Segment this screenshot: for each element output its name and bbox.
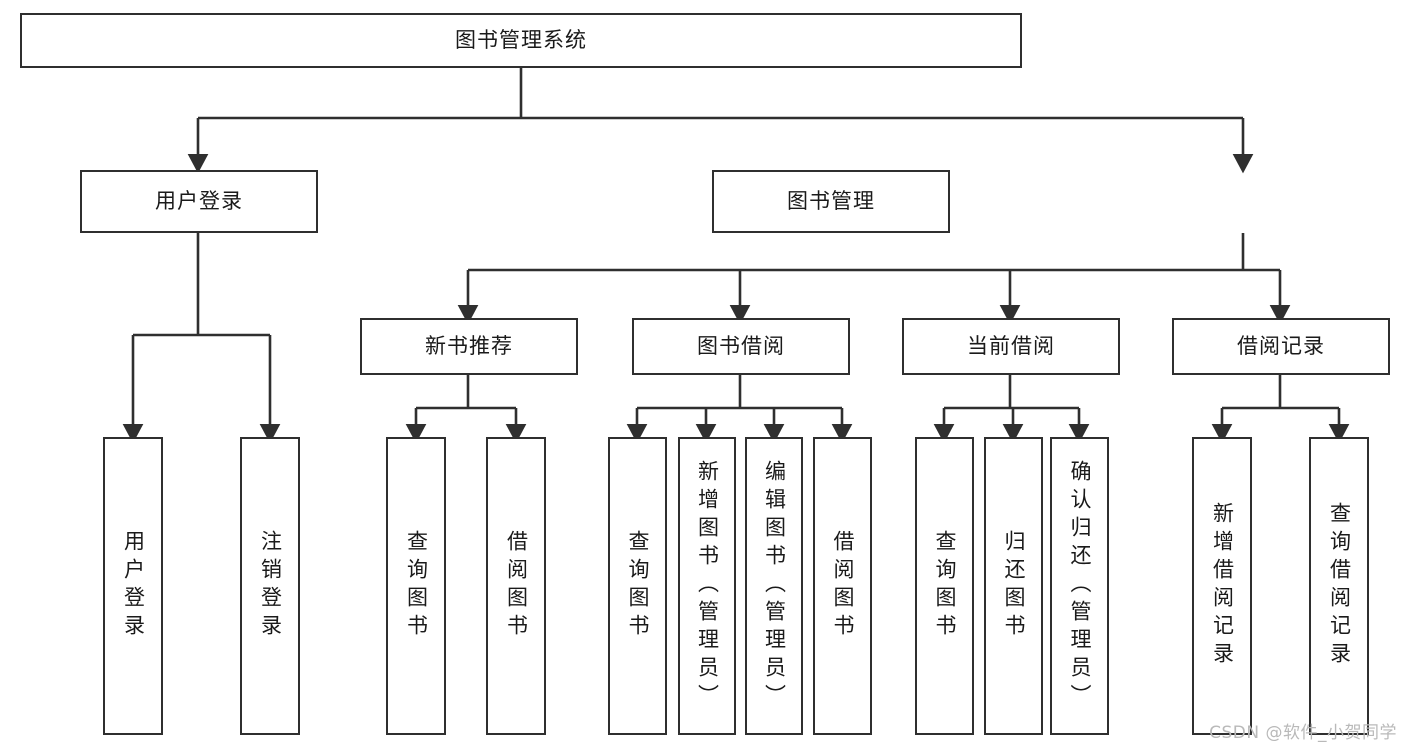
leaf-borrow-lend-book-label: 借阅图书 [831, 530, 855, 642]
leaf-newbook-query-book-label: 查询图书 [404, 530, 429, 642]
leaf-current-return-book-label: 归还图书 [1002, 530, 1026, 642]
leaf-borrow-add-book[interactable]: 新增图书（管理员） [678, 437, 736, 735]
node-book-management-label: 图书管理 [787, 188, 875, 213]
node-new-book-recommend-label: 新书推荐 [425, 333, 513, 358]
node-root-label: 图书管理系统 [455, 27, 587, 52]
leaf-record-query[interactable]: 查询借阅记录 [1309, 437, 1369, 735]
leaf-borrow-query-book-label: 查询图书 [626, 530, 650, 642]
node-root[interactable]: 图书管理系统 [20, 13, 1022, 68]
node-user-login-label: 用户登录 [155, 188, 243, 213]
leaf-current-query-book[interactable]: 查询图书 [915, 437, 974, 735]
leaf-record-add[interactable]: 新增借阅记录 [1192, 437, 1252, 735]
node-book-borrow[interactable]: 图书借阅 [632, 318, 850, 375]
leaf-current-query-book-label: 查询图书 [933, 530, 957, 642]
node-borrow-record[interactable]: 借阅记录 [1172, 318, 1390, 375]
leaf-borrow-query-book[interactable]: 查询图书 [608, 437, 667, 735]
node-borrow-record-label: 借阅记录 [1237, 333, 1325, 358]
leaf-current-return-book[interactable]: 归还图书 [984, 437, 1043, 735]
node-current-borrow[interactable]: 当前借阅 [902, 318, 1120, 375]
leaf-logout-label: 注销登录 [258, 530, 283, 642]
leaf-newbook-query-book[interactable]: 查询图书 [386, 437, 446, 735]
node-current-borrow-label: 当前借阅 [967, 333, 1055, 358]
leaf-newbook-borrow-book-label: 借阅图书 [504, 530, 529, 642]
leaf-record-add-label: 新增借阅记录 [1210, 502, 1235, 670]
leaf-current-confirm-return-label: 确认归还（管理员） [1068, 460, 1092, 712]
node-book-management[interactable]: 图书管理 [712, 170, 950, 233]
leaf-borrow-lend-book[interactable]: 借阅图书 [813, 437, 872, 735]
leaf-user-login-label: 用户登录 [121, 530, 146, 642]
leaf-borrow-add-book-label: 新增图书（管理员） [695, 460, 720, 712]
leaf-record-query-label: 查询借阅记录 [1327, 502, 1352, 670]
leaf-user-login[interactable]: 用户登录 [103, 437, 163, 735]
node-new-book-recommend[interactable]: 新书推荐 [360, 318, 578, 375]
leaf-borrow-edit-book-label: 编辑图书（管理员） [762, 460, 787, 712]
node-book-borrow-label: 图书借阅 [697, 333, 785, 358]
leaf-borrow-edit-book[interactable]: 编辑图书（管理员） [745, 437, 803, 735]
leaf-newbook-borrow-book[interactable]: 借阅图书 [486, 437, 546, 735]
node-user-login[interactable]: 用户登录 [80, 170, 318, 233]
leaf-logout[interactable]: 注销登录 [240, 437, 300, 735]
leaf-current-confirm-return[interactable]: 确认归还（管理员） [1050, 437, 1109, 735]
